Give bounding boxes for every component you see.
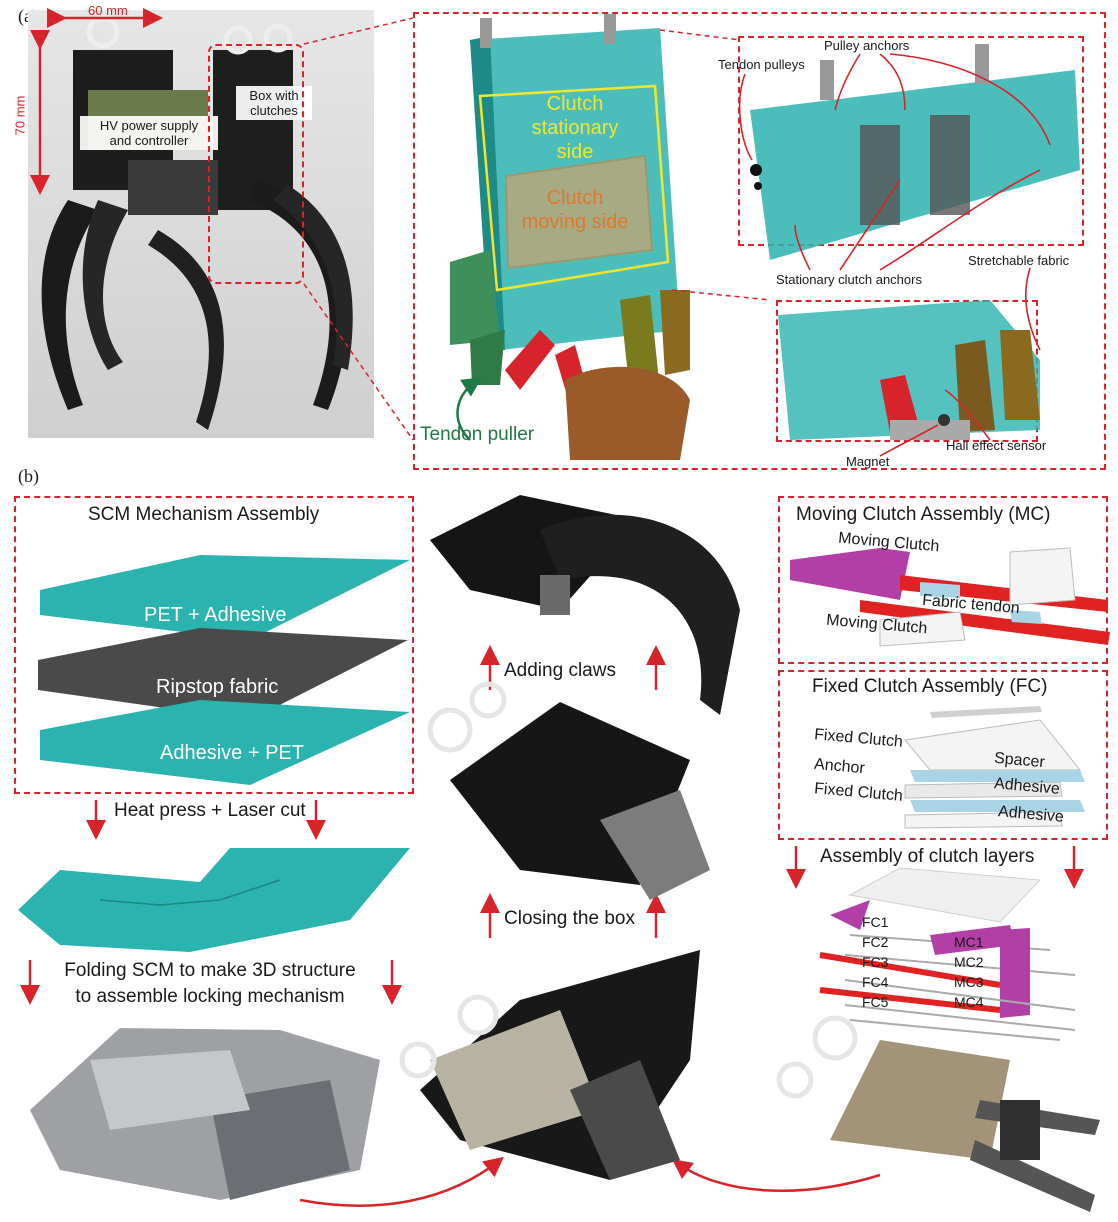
mc4-label: MC4 [954,994,984,1010]
folding-step-label: Folding SCM to make 3D structure to asse… [64,960,356,1007]
closing-box-step-label: Closing the box [504,908,635,929]
fc2-label: FC2 [862,934,889,950]
scm-layer-pet-adhesive: PET + Adhesive [144,604,287,626]
mc-layer-labels: MC1 MC2 MC3 MC4 [954,932,984,1012]
fixed-clutch-title: Fixed Clutch Assembly (FC) [812,676,1048,697]
moving-clutch-title: Moving Clutch Assembly (MC) [796,504,1051,525]
clutch-stationary-label: Clutch stationary side [531,93,619,163]
heat-press-step-label: Heat press + Laser cut [114,800,306,821]
scm-assembly-title: SCM Mechanism Assembly [88,504,320,525]
panel-b-letter: (b) [18,466,39,486]
clutch-moving-label: Clutch moving side [521,187,629,233]
mc2-label: MC2 [954,954,984,970]
hv-supply-label: HV power supply and controller [80,116,218,150]
fc1-label: FC1 [862,914,889,930]
width-dimension-label: 60 mm [88,3,128,18]
stationary-clutch-anchors-label: Stationary clutch anchors [776,272,922,287]
fixed-clutch-frame [778,670,1108,840]
tendon-pulleys-label: Tendon pulleys [718,57,805,72]
cad-detail-frame [413,12,1106,470]
adding-claws-step-label: Adding claws [504,660,616,681]
moving-clutch-frame [778,496,1108,664]
mc3-label: MC3 [954,974,984,990]
pulley-anchors-label: Pulley anchors [824,38,910,53]
mc1-label: MC1 [954,934,984,950]
fc3-label: FC3 [862,954,889,970]
stretchable-fabric-label: Stretchable fabric [968,253,1070,268]
scm-assembly-frame [14,496,414,794]
scm-layer-adhesive-pet: Adhesive + PET [160,742,304,764]
assembly-of-clutch-layers-label: Assembly of clutch layers [820,846,1035,867]
scm-layer-ripstop: Ripstop fabric [156,676,279,698]
box-with-clutches-label: Box with clutches [236,86,312,120]
magnet-label: Magnet [846,454,890,469]
box-highlight-outline [208,44,304,284]
fc5-label: FC5 [862,994,889,1010]
fc-layer-labels: FC1 FC2 FC3 FC4 FC5 [862,912,888,1012]
tendon-puller-label: Tendon puller [420,424,535,445]
hall-effect-sensor-label: Hall effect sensor [946,438,1047,453]
detail-top-frame [738,36,1084,246]
fc4-label: FC4 [862,974,889,990]
